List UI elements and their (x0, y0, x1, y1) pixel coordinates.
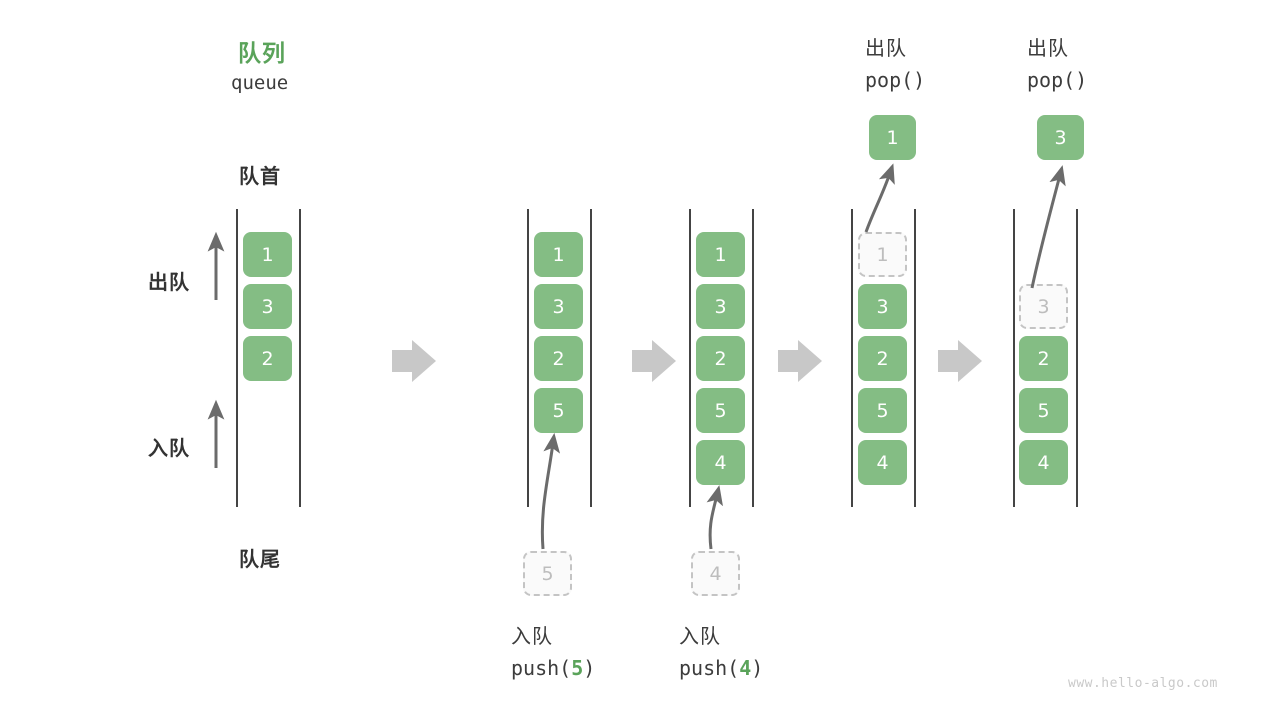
rail-left (851, 209, 853, 507)
operation-label-cn: 入队 (679, 624, 721, 648)
queue-cell: 5 (534, 388, 583, 433)
pop-arrow-3 (1030, 165, 1066, 289)
popped-cell: 3 (1037, 115, 1084, 160)
rail-right (299, 209, 301, 507)
enqueue-side-label: 入队 (148, 436, 190, 460)
queue-cell: 2 (534, 336, 583, 381)
incoming-ghost-cell: 5 (523, 551, 572, 596)
rail-right (590, 209, 592, 507)
op-code-suffix: ) (913, 68, 926, 92)
queue-cell: 1 (534, 232, 583, 277)
queue-cell: 1 (696, 232, 745, 277)
watermark: www.hello-algo.com (1068, 676, 1218, 691)
outgoing-ghost-cell: 1 (858, 232, 907, 277)
operation-label-cn: 入队 (511, 624, 553, 648)
queue-cell: 4 (1019, 440, 1068, 485)
operation-label-code: push(4) (679, 656, 763, 680)
queue-cell: 3 (243, 284, 292, 329)
queue-cell: 4 (858, 440, 907, 485)
queue-cell: 1 (243, 232, 292, 277)
rail-left (689, 209, 691, 507)
step-arrow (632, 340, 676, 382)
outgoing-ghost-cell: 3 (1019, 284, 1068, 329)
rail-left (1013, 209, 1015, 507)
queue-cell: 2 (243, 336, 292, 381)
op-code-arg: 4 (739, 656, 752, 680)
queue-cell: 4 (696, 440, 745, 485)
operation-label-code: pop() (865, 68, 925, 92)
op-code-prefix: pop( (1027, 68, 1076, 92)
step-arrow (938, 340, 982, 382)
incoming-ghost-cell: 4 (691, 551, 740, 596)
operation-label-code: pop() (1027, 68, 1087, 92)
op-code-prefix: push( (511, 656, 572, 680)
queue-cell: 2 (696, 336, 745, 381)
op-code-suffix: ) (583, 656, 596, 680)
operation-label-cn: 出队 (865, 36, 907, 60)
queue-cell: 5 (1019, 388, 1068, 433)
queue-cell: 2 (858, 336, 907, 381)
popped-cell: 1 (869, 115, 916, 160)
rail-right (752, 209, 754, 507)
operation-label-code: push(5) (511, 656, 595, 680)
diagram-title-en: queue (231, 72, 289, 94)
rail-right (914, 209, 916, 507)
op-code-suffix: ) (751, 656, 764, 680)
queue-cell: 5 (696, 388, 745, 433)
rear-label: 队尾 (239, 547, 281, 571)
dequeue-side-label: 出队 (148, 270, 190, 294)
operation-label-cn: 出队 (1027, 36, 1069, 60)
push-arrow-4 (706, 485, 723, 550)
queue-cell: 3 (858, 284, 907, 329)
push-arrow-5 (540, 432, 561, 550)
rail-left (527, 209, 529, 507)
queue-cell: 3 (534, 284, 583, 329)
queue-cell: 3 (696, 284, 745, 329)
op-code-prefix: pop( (865, 68, 914, 92)
step-arrow (778, 340, 822, 382)
pop-arrow-1 (864, 163, 895, 233)
op-code-suffix: ) (1075, 68, 1088, 92)
queue-cell: 5 (858, 388, 907, 433)
queue-cell: 2 (1019, 336, 1068, 381)
diagram-title-cn: 队列 (238, 41, 286, 67)
rail-right (1076, 209, 1078, 507)
op-code-arg: 5 (571, 656, 584, 680)
op-code-prefix: push( (679, 656, 740, 680)
step-arrow (392, 340, 436, 382)
front-label: 队首 (239, 164, 281, 188)
rail-left (236, 209, 238, 507)
